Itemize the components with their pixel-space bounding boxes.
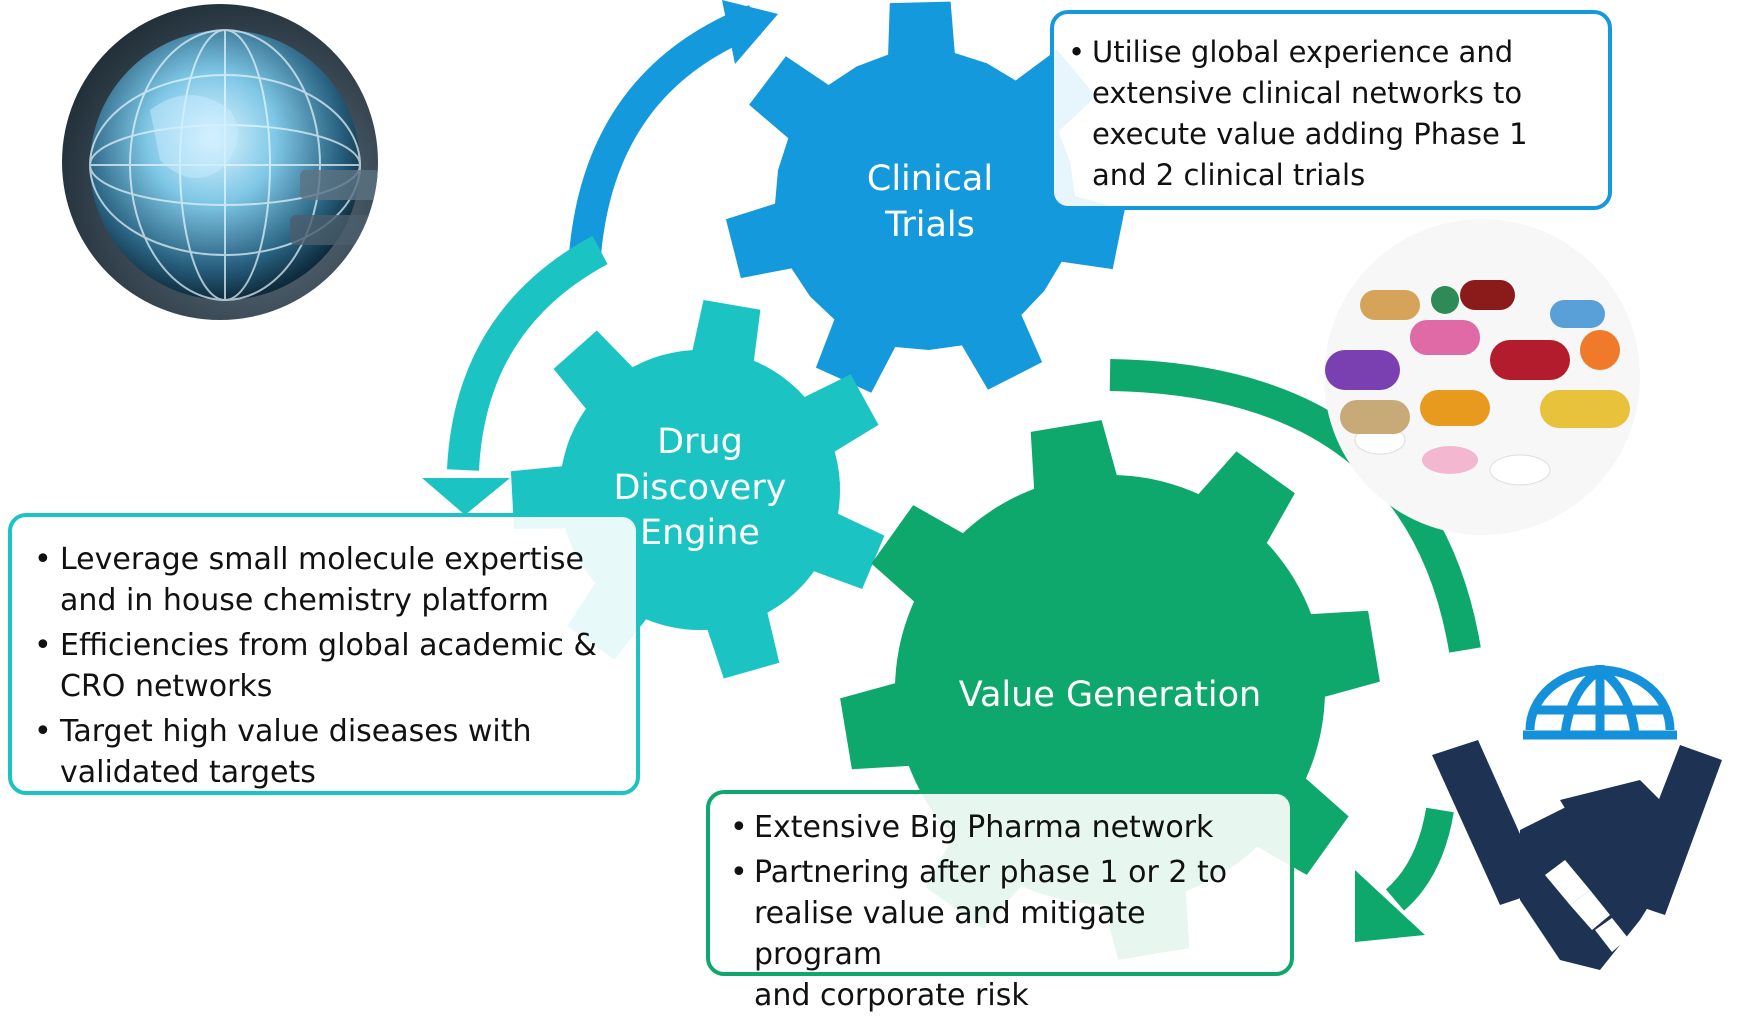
gear-label-drug: Drug Discovery Engine	[600, 420, 800, 557]
bullet-item: •Target high value diseases with validate…	[34, 711, 626, 793]
bullet-item: •Efficiencies from global academic & CRO …	[34, 625, 626, 707]
arrow-drug-to-clinical	[569, 5, 761, 257]
bullet-text-line: and in house chemistry platform	[60, 583, 549, 618]
bullet-text-line: Efficiencies from global academic &	[60, 628, 597, 663]
gear-label-clinical: Clinical Trials	[845, 157, 1015, 248]
value-generation-box: •Extensive Big Pharma network•Partnering…	[706, 790, 1294, 1013]
bullet-text-line: execute value adding Phase 1	[1092, 117, 1528, 151]
globe-keyboard-photo	[62, 4, 378, 320]
bullet-mark: •	[730, 810, 748, 845]
gear-label-line: Clinical	[866, 159, 994, 199]
gear-label-line: Engine	[640, 513, 760, 553]
bullet-text-line: validated targets	[60, 755, 316, 790]
bullet-text-line: Extensive Big Pharma network	[754, 810, 1214, 845]
bullet-text-line: Leverage small molecule expertise	[60, 542, 584, 577]
bullet-item: •Extensive Big Pharma network	[730, 807, 1280, 848]
bullet-text-line: Target high value diseases with	[60, 714, 532, 749]
gear-label-value: Value Generation	[935, 673, 1285, 719]
bullet-mark: •	[1068, 35, 1086, 69]
gear-label-line: Trials	[885, 204, 975, 245]
arrow-head-drug	[422, 478, 510, 515]
bullet-item: •Leverage small molecule expertise and in…	[34, 539, 626, 621]
arrow-clinical-to-drug	[447, 235, 608, 471]
arrow-value-arc-bottom	[1385, 807, 1454, 911]
bullet-mark: •	[34, 542, 52, 577]
bullet-mark: •	[34, 628, 52, 663]
arrow-head-value	[1355, 870, 1425, 942]
bullet-list: •Utilise global experience and extensive …	[1068, 32, 1588, 196]
clinical-trials-box: •Utilise global experience and extensive …	[1050, 10, 1612, 210]
bullet-text-line: CRO networks	[60, 669, 273, 704]
bullet-item: •Partnering after phase 1 or 2 to realise…	[730, 852, 1280, 1016]
bullet-mark: •	[730, 855, 748, 890]
handshake-globe-icon	[1432, 665, 1722, 970]
bullet-item: •Utilise global experience and extensive …	[1068, 32, 1588, 196]
bullet-text-line: realise value and mitigate program	[754, 896, 1146, 972]
arrow-head-clinical	[722, 0, 778, 64]
bullet-text-line: extensive clinical networks to	[1092, 76, 1523, 110]
bullet-mark: •	[34, 714, 52, 749]
gear-label-line: Drug	[657, 422, 743, 462]
gear-label-line: Value Generation	[958, 675, 1262, 715]
bullet-list: •Extensive Big Pharma network•Partnering…	[730, 807, 1280, 1016]
bullet-text-line: Utilise global experience and	[1092, 35, 1514, 69]
gear-clinical-trials	[725, 1, 1125, 393]
bullet-text-line: and 2 clinical trials	[1092, 158, 1366, 192]
bullet-text-line: and corporate risk	[754, 978, 1029, 1013]
pills-photo	[1324, 219, 1640, 535]
gear-label-line: Discovery	[613, 467, 787, 508]
bullet-text-line: Partnering after phase 1 or 2 to	[754, 855, 1228, 890]
